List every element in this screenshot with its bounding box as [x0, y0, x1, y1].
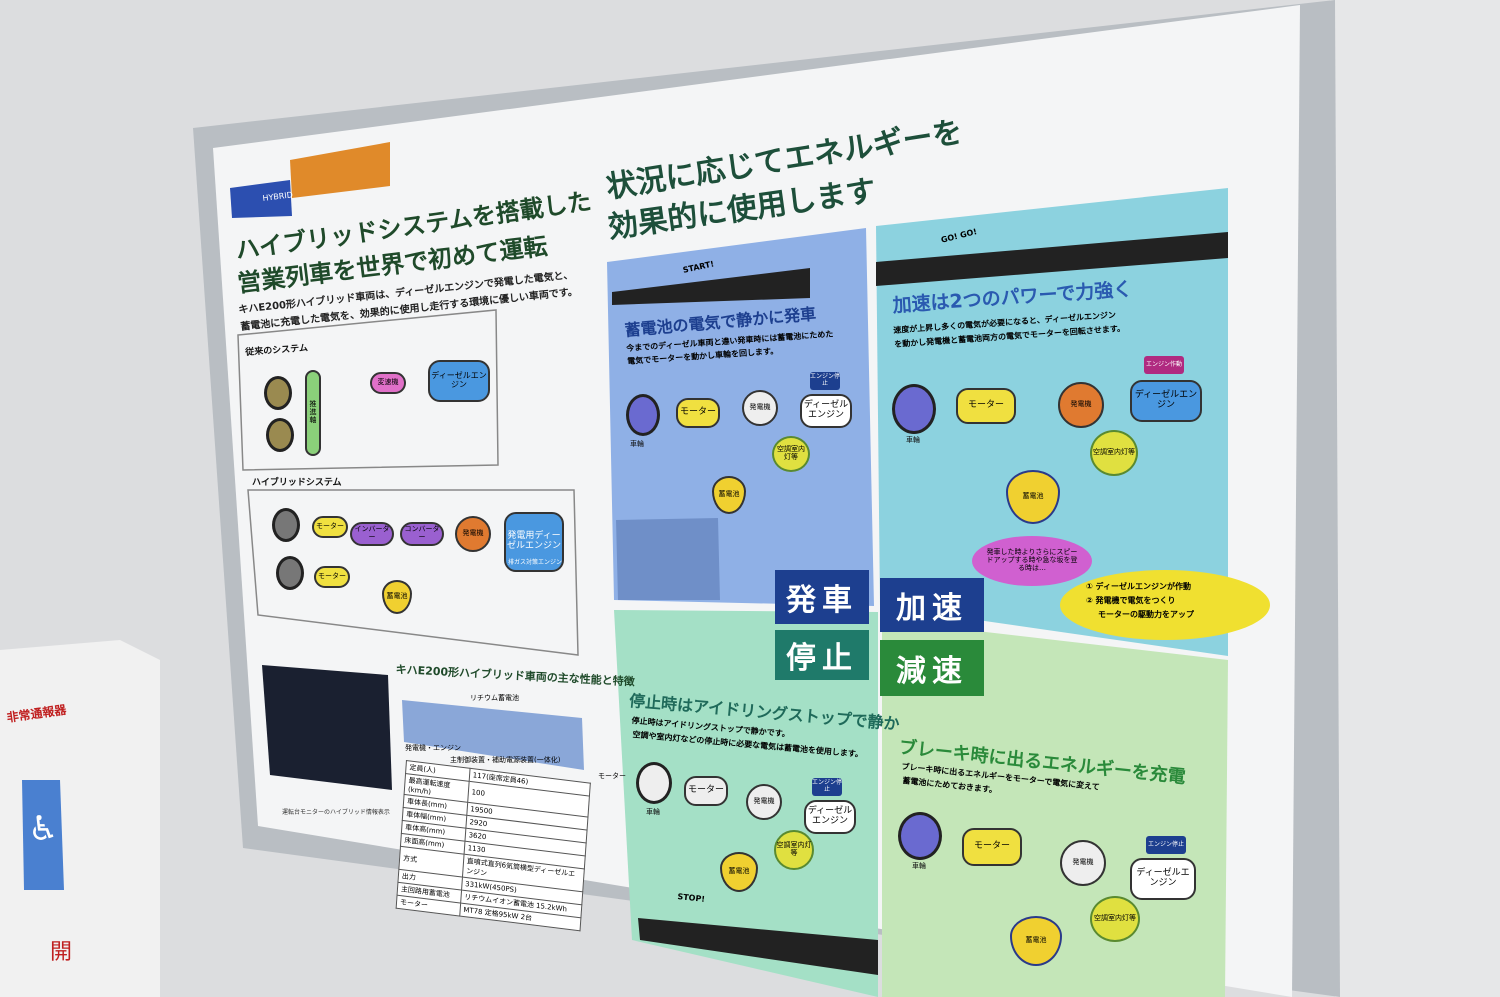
motor-box: モーター [676, 398, 720, 428]
callout-motor: モーター [598, 772, 626, 780]
engine-on-badge: エンジン作動 [1144, 356, 1184, 374]
engine-box: ディーゼルエンジン [804, 800, 856, 834]
engine-box: ディーゼルエンジン [1130, 380, 1202, 422]
cycle-decel-label: 減速 [880, 640, 984, 696]
generator-icon: 発電機 [1060, 840, 1106, 886]
speech-bubble-yellow: ① ディーゼルエンジンが作動 ② 発電機で電気をつくり モーターの駆動力をアップ [1060, 570, 1270, 640]
motor-box: モーター [684, 776, 728, 806]
wheel-label: 車輪 [906, 436, 920, 444]
battery-icon: 蓄電池 [1006, 470, 1060, 524]
wall-device [0, 640, 160, 997]
callout-gen-engine: 発電機・エンジン [405, 744, 461, 752]
converter-box: コンバーター [400, 522, 444, 546]
wheel-icon [276, 556, 304, 590]
aux-icon: 空調室内灯等 [774, 830, 814, 870]
engine-box: ディーゼルエンジン [428, 360, 490, 402]
monitor-photo [262, 665, 392, 790]
motor-box: モーター [962, 828, 1022, 866]
shaft-box: 推進軸 [305, 370, 321, 456]
hybrid-label: ハイブリッドシステム [252, 478, 342, 488]
engine-box: ディーゼルエンジン [800, 394, 852, 428]
monitor-caption: 運転台モニターのハイブリッド情報表示 [282, 809, 390, 816]
cycle-accel-label: 加速 [880, 578, 984, 632]
wheel-label: 車輪 [912, 862, 926, 870]
battery-icon: 蓄電池 [720, 852, 758, 892]
train-front-photo [616, 518, 720, 600]
motor-box: モーター [314, 566, 350, 588]
wheel-icon [272, 508, 300, 542]
bubble-line-2: ② 発電機で電気をつくり [1086, 596, 1176, 605]
callout-main-circuit: 主制御装置・補助電源装置(一体化) [450, 756, 561, 764]
aux-icon: 空調室内灯等 [1090, 896, 1140, 942]
motor-box: モーター [956, 388, 1016, 424]
wheel-label: 車輪 [630, 440, 644, 448]
engine-stop-badge: エンジン停止 [810, 372, 840, 390]
panel-brake-bg [882, 620, 1228, 997]
wheel-icon [264, 376, 292, 410]
generator-icon: 発電機 [455, 516, 491, 552]
wheel-icon [626, 394, 660, 436]
wheel-icon [636, 762, 672, 804]
aux-icon: 空調室内灯等 [772, 436, 810, 472]
engine-note: 排ガス対策エンジン [508, 559, 563, 566]
engine-box: ディーゼルエンジン [1130, 858, 1196, 900]
transmission-box: 変速機 [370, 372, 406, 394]
generator-icon: 発電機 [1058, 382, 1104, 428]
wheel-icon [898, 812, 942, 860]
aux-icon: 空調室内灯等 [1090, 430, 1138, 476]
engine-stop-badge: エンジン停止 [812, 778, 842, 796]
panel-accel-bg [876, 188, 1228, 656]
battery-icon: 蓄電池 [382, 580, 412, 614]
gen-engine-box: 発電用ディーゼルエンジン [504, 512, 564, 572]
bubble-line-1: ① ディーゼルエンジンが作動 [1086, 582, 1191, 591]
engine-stop-badge: エンジン停止 [1146, 836, 1186, 854]
cycle-stop-label: 停止 [775, 630, 869, 680]
bubble-line-3: モーターの駆動力をアップ [1098, 610, 1194, 619]
motor-box: モーター [312, 516, 348, 538]
battery-icon: 蓄電池 [1010, 916, 1062, 966]
panel-start-bg [607, 228, 874, 606]
wheelchair-icon: ♿ [28, 809, 59, 849]
speech-bubble-pink: 発車した時よりさらにスピードアップする時や急な坂を登る時は… [972, 536, 1092, 586]
train-photo [402, 700, 584, 770]
inverter-box: インバーター [350, 522, 394, 546]
generator-icon: 発電機 [746, 784, 782, 820]
battery-icon: 蓄電池 [712, 476, 746, 514]
cycle-start-label: 発車 [775, 570, 869, 624]
wheel-label: 車輪 [646, 808, 660, 816]
callout-battery: リチウム蓄電池 [470, 694, 519, 702]
wheel-icon [892, 384, 936, 434]
generator-icon: 発電機 [742, 390, 778, 426]
wheel-icon [266, 418, 294, 452]
door-open-sign: 開 [50, 940, 73, 965]
